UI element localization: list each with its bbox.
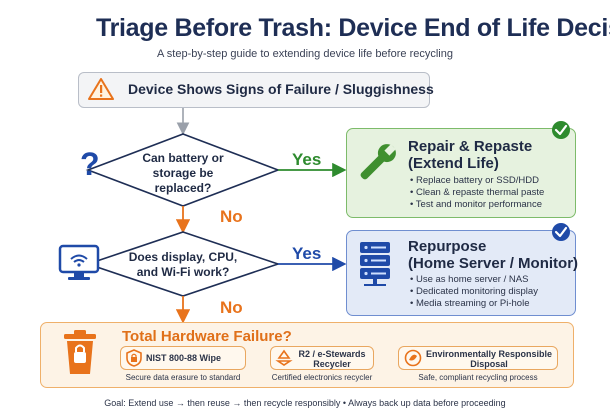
monitor-wifi-icon <box>58 244 100 280</box>
decision-2-line-1: Does display, CPU, <box>128 250 238 264</box>
step-3-label-line-2: Disposal <box>470 359 508 369</box>
decision-2-no-label: No <box>220 298 243 317</box>
step-2-label: R2 / e-Stewards Recycler <box>292 349 372 369</box>
decision-1-line-1: Can battery or <box>142 151 224 165</box>
repurpose-bullet: • Dedicated monitoring display <box>410 286 538 297</box>
repair-title-2: (Extend Life) <box>408 155 499 172</box>
question-mark-icon: ? <box>80 146 100 182</box>
repurpose-bullet: • Media streaming or Pi-hole <box>410 298 530 309</box>
shield-lock-icon <box>126 349 142 367</box>
recycle-arrows-icon <box>275 349 293 366</box>
repurpose-bullet: • Use as home server / NAS <box>410 274 529 285</box>
check-badge-icon <box>552 223 570 241</box>
decision-1-text: Can battery or storage be replaced? <box>128 151 238 196</box>
step-1-label: NIST 800-88 Wipe <box>146 353 221 363</box>
start-label: Device Shows Signs of Failure / Sluggish… <box>128 81 434 97</box>
page-subtitle: A step-by-step guide to extending device… <box>157 48 453 60</box>
decision-2-yes-label: Yes <box>292 244 322 263</box>
decision-1-line-2: storage be <box>152 166 214 180</box>
wrench-icon <box>360 144 396 180</box>
step-3-label: Environmentally Responsible Disposal <box>424 349 554 369</box>
repair-bullet: • Test and monitor performance <box>410 199 542 210</box>
server-stack-icon <box>360 242 390 286</box>
step-2-label-line-2: Recycler <box>313 359 351 369</box>
trash-bin-icon <box>64 330 96 374</box>
step-3-label-line-1: Environmentally Responsible <box>425 349 553 359</box>
repair-bullets: • Replace battery or SSD/HDD • Clean & r… <box>410 175 544 211</box>
warning-icon <box>88 78 114 100</box>
decision-2-line-2: and Wi-Fi work? <box>136 265 230 279</box>
step-3-caption: Safe, compliant recycling process <box>418 373 538 382</box>
repurpose-title-1: Repurpose <box>408 238 487 255</box>
repurpose-bullets: • Use as home server / NAS • Dedicated m… <box>410 274 538 310</box>
decision-1-line-3: replaced? <box>154 181 212 195</box>
footer-goal: Goal: Extend use → then reuse → then rec… <box>104 398 506 408</box>
step-2-label-line-1: R2 / e-Stewards <box>298 349 366 359</box>
decision-1-yes-label: Yes <box>292 150 322 169</box>
decision-2-text: Does display, CPU, and Wi-Fi work? <box>118 250 248 280</box>
repurpose-title-2: (Home Server / Monitor) <box>408 255 579 272</box>
repair-bullet: • Clean & repaste thermal paste <box>410 187 545 198</box>
repair-card <box>346 128 576 218</box>
start-node <box>78 72 430 108</box>
step-responsible-disposal <box>398 346 558 370</box>
leaf-recycle-icon <box>404 349 422 367</box>
step-1-caption: Secure data erasure to standard <box>125 373 241 382</box>
page-title: Triage Before Trash: Device End of Life … <box>96 14 610 42</box>
repair-title-1: Repair & Repaste <box>408 138 533 155</box>
total-failure-title: Total Hardware Failure? <box>122 328 292 345</box>
check-badge-icon <box>552 121 570 139</box>
repair-bullet: • Replace battery or SSD/HDD <box>410 175 539 186</box>
decision-1-no-label: No <box>220 207 243 226</box>
step-2-caption: Certified electronics recycler <box>271 373 373 382</box>
